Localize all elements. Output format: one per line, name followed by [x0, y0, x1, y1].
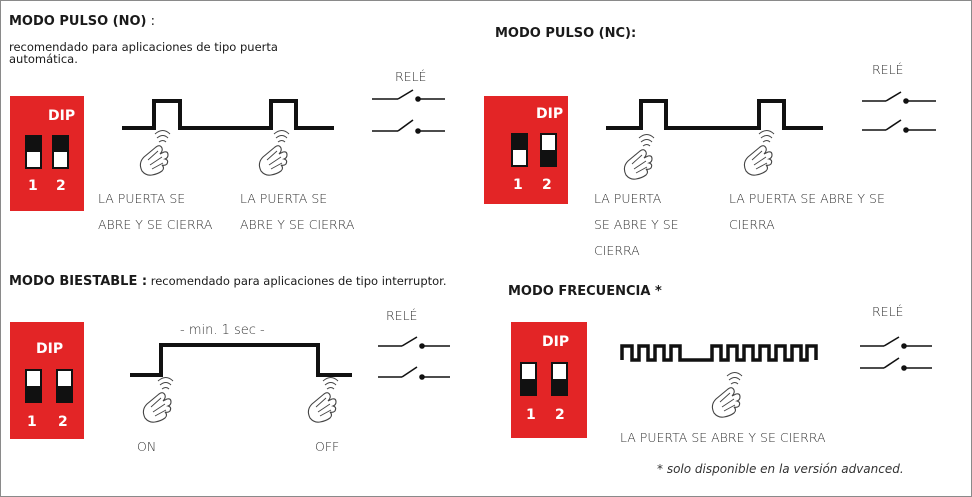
pulse-no-relay	[372, 89, 445, 134]
bistable-description: recomendado para aplicaciones de tipo in…	[147, 274, 447, 288]
frequency-caption: LA PUERTA SE ABRE Y SE CIERRA	[620, 430, 826, 445]
hand-press-icon	[743, 129, 775, 176]
frequency-title: MODO FRECUENCIA *	[508, 284, 662, 299]
pulse-no-description: recomendado para aplicaciones de tipo pu…	[9, 40, 278, 66]
bistable-waveform	[130, 343, 352, 377]
bistable-relay-label: RELÉ	[386, 308, 418, 323]
pulse-nc-relay-label: RELÉ	[872, 62, 904, 77]
pulse-nc-waveform	[606, 99, 823, 130]
frequency-relay-label: RELÉ	[872, 304, 904, 319]
hand-press-icon	[307, 376, 339, 423]
pulse-no-title: MODO PULSO (NO) :	[9, 14, 155, 29]
pulse-nc-title: MODO PULSO (NC):	[495, 26, 637, 41]
bistable-duration: - min. 1 sec -	[180, 323, 265, 338]
switch-1-label: 1	[526, 407, 536, 423]
hand-press-icon	[139, 129, 171, 176]
dip-label: DIP	[542, 334, 569, 350]
footnote: * solo disponible en la versión advanced…	[657, 462, 904, 476]
bistable-dip-switch: DIP 1 2	[10, 322, 84, 439]
hand-press-icon	[258, 129, 290, 176]
switch-2-label: 2	[542, 177, 552, 193]
pulse-no-relay-label: RELÉ	[395, 69, 427, 84]
bistable-on-label: ON	[137, 439, 157, 454]
bistable-off-label: OFF	[315, 439, 340, 454]
switch-1-label: 1	[513, 177, 523, 193]
switch-2-label: 2	[555, 407, 565, 423]
switch-1-label: 1	[27, 414, 37, 430]
pulse-no-waveform	[122, 99, 334, 130]
dip-label: DIP	[36, 341, 63, 357]
switch-2-label: 2	[56, 178, 66, 194]
switch-1-label: 1	[28, 178, 38, 194]
frequency-relay	[860, 336, 932, 371]
hand-press-icon	[623, 133, 655, 180]
hand-press-icon	[711, 371, 743, 418]
hand-press-icon	[142, 376, 174, 423]
pulse-nc-relay	[862, 91, 936, 133]
dip-label: DIP	[48, 108, 75, 124]
dip-label: DIP	[536, 106, 563, 122]
pulse-no-dip-switch: DIP 1 2	[10, 96, 84, 211]
bistable-relay	[378, 336, 450, 380]
pulse-nc-dip-switch: DIP 1 2	[484, 96, 568, 204]
frequency-dip-switch: DIP 1 2	[511, 322, 587, 438]
switch-2-label: 2	[58, 414, 68, 430]
bistable-header: MODO BIESTABLE : recomendado para aplica…	[9, 270, 479, 289]
frequency-waveform	[620, 344, 818, 362]
bistable-title: MODO BIESTABLE :	[9, 274, 148, 289]
